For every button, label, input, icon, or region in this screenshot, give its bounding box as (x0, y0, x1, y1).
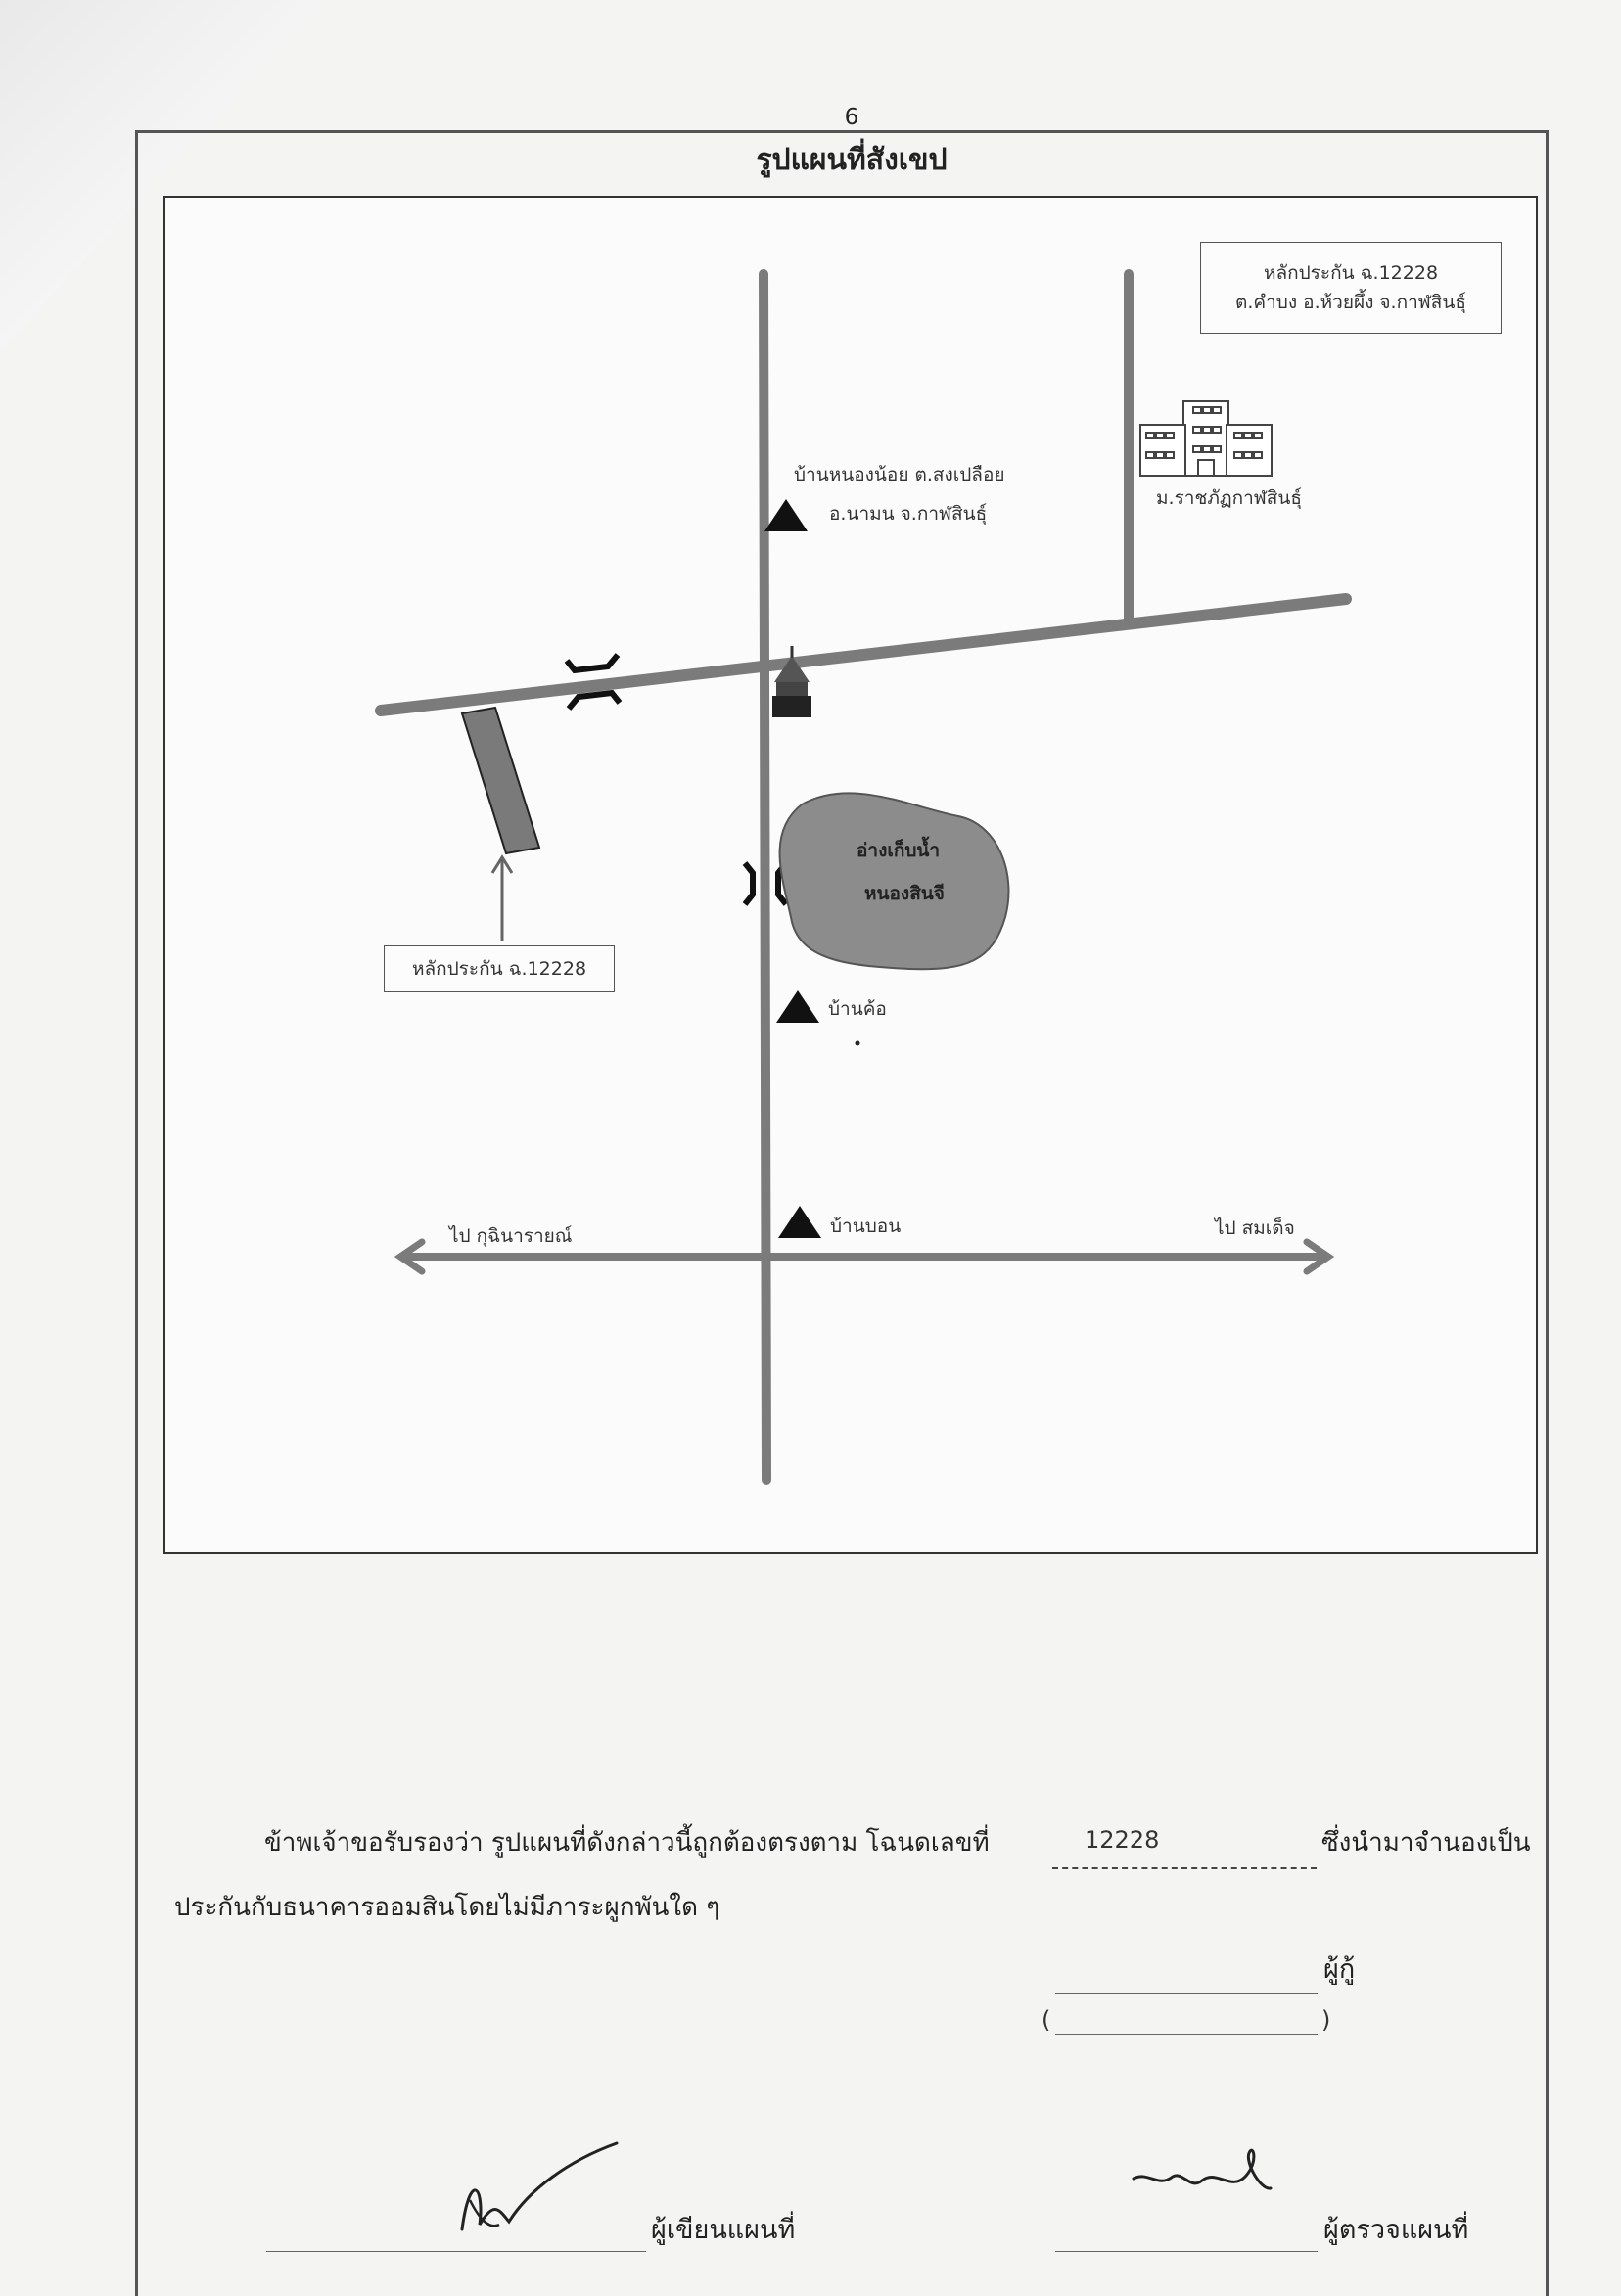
bridge-icon-diagonal (564, 653, 623, 711)
borrower-paren-open: ( (1042, 2006, 1051, 2034)
village-nong-noi-label-line1: บ้านหนองน้อย ต.สงเปลือย (794, 464, 1005, 485)
arrow-icon-parcel-head (490, 854, 514, 874)
document-title: รูปแผนที่สังเขป (756, 143, 948, 177)
small-dot (855, 1040, 860, 1046)
drawer-label: ผู้เขียนแผนที่ (651, 2215, 796, 2245)
arrow-icon-left (394, 1238, 426, 1275)
collateral-top-line1: หลักประกัน ฉ.12228 (1263, 262, 1439, 284)
road-diagonal (375, 593, 1352, 716)
village-kho-label: บ้านค้อ (828, 998, 887, 1020)
land-parcel (460, 706, 541, 855)
signature-drawer (460, 2141, 619, 2231)
certification-line2: ประกันกับธนาคารออมสินโดยไม่มีภาระผูกพันใ… (174, 1893, 720, 1922)
borrower-paren-close: ) (1321, 2006, 1331, 2034)
reservoir-label-line1: อ่างเก็บน้ำ (857, 840, 941, 861)
borrower-label: ผู้กู้ (1323, 1954, 1356, 1985)
certification-line1: ข้าพเจ้าขอรับรองว่า รูปแผนที่ดังกล่าวนี้… (264, 1828, 990, 1858)
village-nong-noi-label-line2: อ.นามน จ.กาฬสินธุ์ (829, 503, 988, 525)
signature-checker (1132, 2148, 1273, 2190)
checker-label: ผู้ตรวจแผนที่ (1323, 2215, 1469, 2245)
village-marker-icon-bon (778, 1206, 821, 1238)
reservoir-label-line2: หนองสินจี (864, 883, 945, 904)
university-label: ม.ราชภัฏกาฬสินธุ์ (1156, 487, 1302, 509)
outer-frame (135, 130, 1549, 2296)
road-vertical-main (759, 269, 771, 1485)
temple-icon (772, 646, 811, 717)
destination-right-label: ไป สมเด็จ (1215, 1217, 1295, 1239)
checker-signature-line (1055, 2251, 1318, 2252)
deed-number-underline (1052, 1867, 1317, 1869)
map-drawing (375, 269, 1352, 1485)
deed-number: 12228 (1085, 1826, 1160, 1854)
certification-line1-suffix: ซึ่งนำมาจำนองเป็น (1321, 1828, 1531, 1858)
borrower-signature-line (1055, 1993, 1318, 1994)
collateral-label-box-bottom: หลักประกัน ฉ.12228 (384, 945, 615, 992)
borrower-name-line (1055, 2034, 1318, 2035)
village-marker-icon-nong-noi (764, 499, 808, 531)
sketch-map: หลักประกัน ฉ.12228 ต.คำบง อ.ห้วยผึ้ง จ.ก… (163, 196, 1538, 1554)
village-bon-label: บ้านบอน (830, 1216, 902, 1237)
destination-left-label: ไป กุฉินารายณ์ (449, 1225, 573, 1247)
collateral-top-line2: ต.คำบง อ.ห้วยผึ้ง จ.กาฬสินธุ์ (1235, 292, 1466, 313)
building-icon-university (1139, 400, 1273, 477)
arrow-icon-right (1303, 1238, 1335, 1275)
village-marker-icon-kho (776, 990, 819, 1023)
reservoir-shape (778, 792, 1010, 971)
collateral-label-box-top: หลักประกัน ฉ.12228 ต.คำบง อ.ห้วยผึ้ง จ.ก… (1200, 242, 1502, 334)
page-number: 6 (844, 105, 859, 130)
drawer-signature-line (266, 2251, 646, 2252)
